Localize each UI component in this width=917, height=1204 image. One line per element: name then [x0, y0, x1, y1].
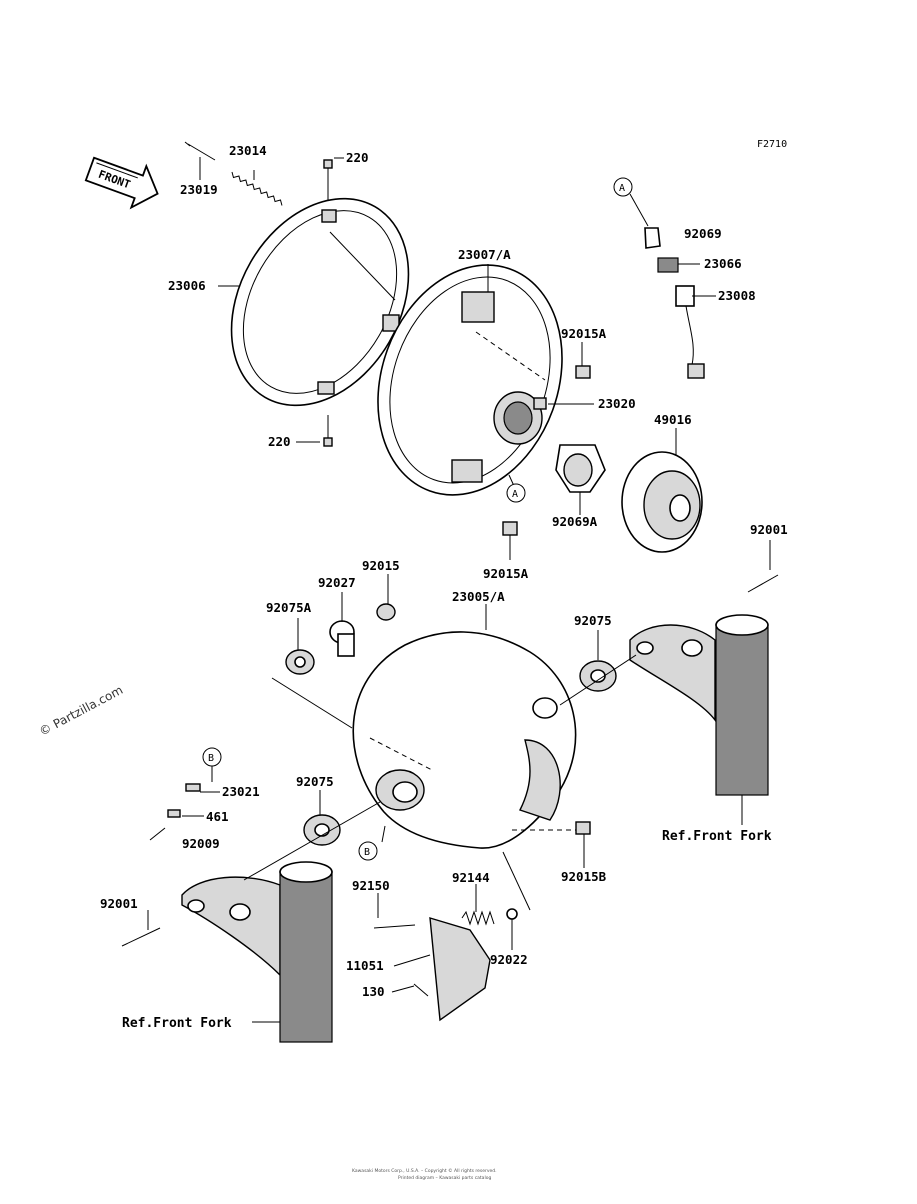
spring-92144 [461, 910, 495, 926]
part-label-92015a-mid: 92015A [483, 566, 529, 581]
part-label-23019: 23019 [180, 182, 218, 197]
part-label-23007: 23007/A [458, 247, 511, 262]
svg-text:A: A [619, 183, 625, 194]
assembly-line [369, 737, 433, 771]
screw-220-top [323, 159, 333, 200]
fork-bracket-left [181, 876, 281, 977]
diagram-code: F2710 [757, 139, 787, 150]
part-label-220-top: 220 [346, 150, 369, 165]
part-label-92009: 92009 [182, 836, 220, 851]
part-label-23014: 23014 [229, 143, 267, 158]
clip-nut-92015a-top [575, 365, 591, 379]
headlight-rim [230, 197, 410, 407]
part-label-92144: 92144 [452, 870, 490, 885]
footer-line-1: Kawasaki Motors Corp., U.S.A. – Copyrigh… [352, 1167, 497, 1174]
part-label-220-bottom: 220 [268, 434, 291, 449]
part-label-92022: 92022 [490, 952, 528, 967]
bracket-11051 [429, 917, 491, 1022]
grommet-92075-left [303, 814, 341, 846]
part-label-130: 130 [362, 984, 385, 999]
part-label-92069a: 92069A [552, 514, 598, 529]
part-label-23005: 23005/A [452, 589, 505, 604]
ref-circle-a-top: A [613, 177, 633, 197]
adjust-bolt-92150 [373, 924, 416, 929]
part-label-92069: 92069 [684, 226, 722, 241]
nut-92015 [376, 603, 396, 621]
part-label-92075a: 92075A [266, 600, 312, 615]
socket-23066 [657, 257, 679, 273]
adjust-spring-23014 [231, 171, 283, 206]
svg-text:A: A [512, 489, 518, 500]
footer-line-2: Printed diagram – Kawasaki parts catalog [398, 1175, 491, 1181]
assembly-line [559, 654, 637, 706]
ref-front-fork-right: Ref.Front Fork [662, 829, 772, 844]
part-label-92015: 92015 [362, 558, 400, 573]
screw-220-bottom [323, 415, 333, 447]
clip-nut-92015a-mid [502, 521, 518, 536]
leader-lines [147, 157, 771, 1023]
clip-nut-92015b [575, 821, 591, 835]
ref-front-fork-left: Ref.Front Fork [122, 1016, 232, 1031]
position-bulb-92069 [644, 227, 661, 249]
ref-circle-b-left: B [202, 747, 222, 767]
ref-circle-b-housing: B [358, 841, 378, 861]
part-label-92027: 92027 [318, 575, 356, 590]
washer-92022 [506, 908, 518, 920]
assembly-line [329, 231, 396, 301]
screw-92009 [149, 827, 166, 841]
part-label-23006: 23006 [168, 278, 206, 293]
headlight-unit [377, 264, 563, 496]
bolt-92001-left [121, 927, 161, 947]
bolt-92001-right [747, 574, 779, 593]
watermark: © Partzilla.com [37, 683, 125, 739]
part-label-92075-right: 92075 [574, 613, 612, 628]
assembly-line [502, 851, 531, 911]
part-label-92015a-top: 92015A [561, 326, 607, 341]
collar-92027 [329, 620, 355, 657]
part-label-92015b: 92015B [561, 869, 607, 884]
fork-bracket-right [629, 624, 716, 723]
part-label-92001-left: 92001 [100, 896, 138, 911]
bolt-130 [413, 983, 429, 997]
grommet-92075-right [579, 660, 617, 692]
front-direction-arrow: FRONT [84, 156, 159, 210]
part-label-92001-right: 92001 [750, 522, 788, 537]
part-label-49016: 49016 [654, 412, 692, 427]
front-fork-tube-right [715, 614, 769, 796]
assembly-line [243, 801, 381, 881]
part-label-23066: 23066 [704, 256, 742, 271]
front-fork-tube-left [279, 861, 333, 1043]
part-label-92150: 92150 [352, 878, 390, 893]
headlight-housing [352, 631, 577, 849]
adjust-pin-23019 [184, 141, 216, 161]
headlight-bulb [555, 444, 606, 510]
bolt-461 [167, 809, 181, 818]
part-label-92075-left: 92075 [296, 774, 334, 789]
socket-wire-23008 [675, 285, 705, 379]
part-label-461: 461 [206, 809, 229, 824]
ref-circle-a-housing: A [506, 483, 526, 503]
part-label-23020: 23020 [598, 396, 636, 411]
part-label-23021: 23021 [222, 784, 260, 799]
clip-23021 [185, 783, 201, 792]
rubber-boot [621, 451, 703, 553]
svg-text:B: B [364, 847, 370, 858]
nut-23020 [533, 397, 547, 410]
part-label-11051: 11051 [346, 958, 384, 973]
assembly-line [271, 677, 353, 729]
part-label-23008: 23008 [718, 288, 756, 303]
svg-text:B: B [208, 753, 214, 764]
